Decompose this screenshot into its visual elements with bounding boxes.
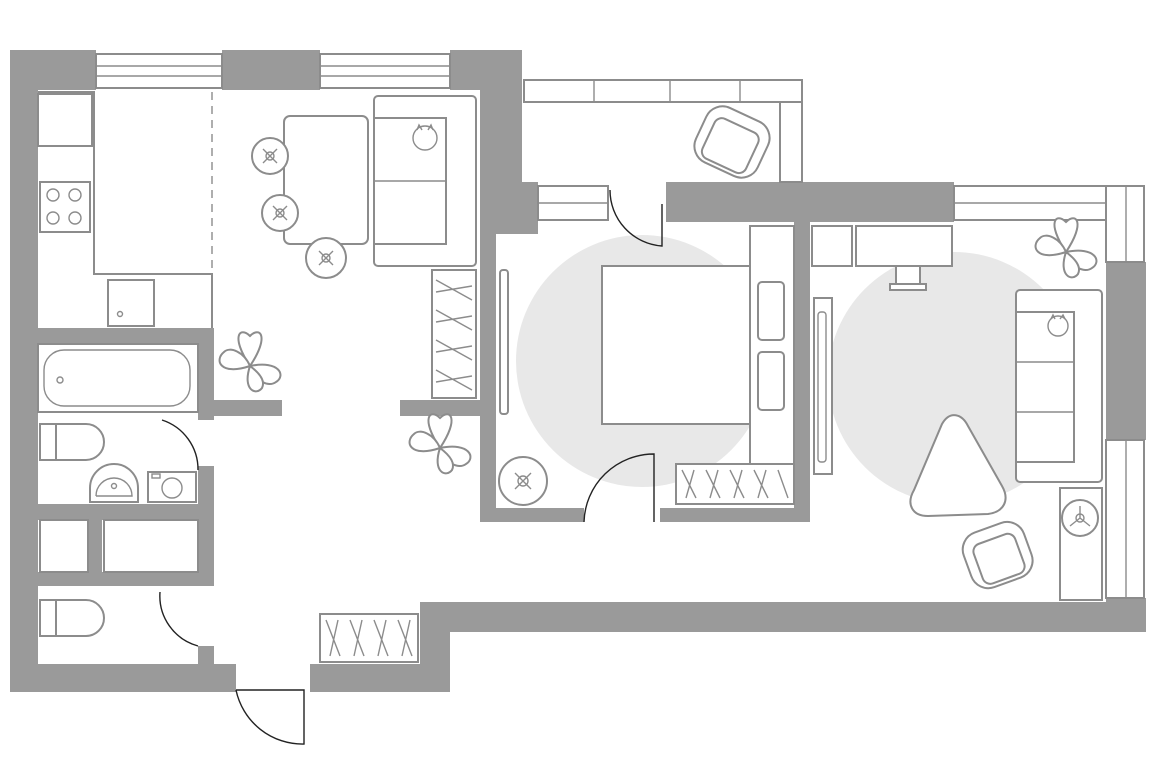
kitchen-counter-icon xyxy=(38,91,213,328)
armchair-icon xyxy=(693,105,771,179)
wall-storage-mid xyxy=(88,504,102,586)
walls xyxy=(10,50,1146,692)
dining-table-icon xyxy=(283,115,369,245)
dining-area xyxy=(251,115,369,279)
balcony-rail-top xyxy=(523,79,803,103)
windows xyxy=(95,53,1145,599)
chair-icon xyxy=(305,237,347,279)
bedroom-area xyxy=(498,225,795,506)
fridge-icon xyxy=(37,93,93,147)
cabinet-icon xyxy=(811,225,853,267)
wardrobe-icon xyxy=(675,463,795,505)
window-kitchen-2 xyxy=(319,53,451,89)
double-bed-icon xyxy=(601,225,795,465)
wall-living-bottom-right xyxy=(1106,598,1146,632)
shelf-icon xyxy=(39,519,89,573)
sink-icon xyxy=(107,279,155,327)
doors xyxy=(159,189,663,745)
entrance-door xyxy=(235,689,305,745)
wardrobe-icon xyxy=(431,269,477,399)
plant-icon xyxy=(1034,217,1098,279)
shoe-rack-icon xyxy=(319,613,419,663)
armchair-icon xyxy=(961,520,1034,590)
plant-icon xyxy=(218,331,282,393)
wall-top-left xyxy=(10,50,96,90)
window-kitchen-1 xyxy=(95,53,223,89)
wall-kitchen-right xyxy=(480,50,522,230)
wall-bedroom-top xyxy=(666,182,954,222)
bathroom-area xyxy=(37,343,199,503)
chair-icon xyxy=(251,137,289,175)
chair-icon xyxy=(261,194,299,232)
wc-door xyxy=(159,591,199,647)
wall-bottom-long xyxy=(420,602,1146,632)
washbasin-icon xyxy=(89,463,139,503)
wall-bath-lower-right xyxy=(198,466,214,586)
living-wall-panel xyxy=(813,297,833,475)
wall-storage-wc xyxy=(38,572,214,586)
wall-living-right-pier xyxy=(1106,262,1146,440)
wall-kitchen-bath xyxy=(38,328,214,344)
washing-machine-icon xyxy=(147,471,197,503)
bathroom-door xyxy=(161,419,199,471)
wall-wc-right xyxy=(198,646,214,676)
desk-icon xyxy=(855,225,953,267)
wall-bath-right xyxy=(198,328,214,420)
wall-bedroom-bottom xyxy=(480,508,584,522)
balcony-door xyxy=(609,189,663,247)
stove-icon xyxy=(39,181,91,233)
chair-icon xyxy=(498,456,548,506)
wall-hall-stub xyxy=(400,400,496,416)
sofa-icon xyxy=(373,95,477,267)
cat-icon xyxy=(1047,313,1069,337)
toilet-icon xyxy=(39,423,105,461)
bathtub-icon xyxy=(37,343,199,413)
wall-kitchen-right-lower xyxy=(522,182,538,222)
cat-icon xyxy=(412,123,438,151)
storage-area xyxy=(39,519,199,573)
wall-top-mid xyxy=(222,50,320,90)
bedroom-wall-panel xyxy=(499,269,509,415)
wall-bedroom-top-left xyxy=(480,220,538,234)
plant-icon xyxy=(408,413,472,475)
wall-left xyxy=(10,50,38,692)
bedroom-door xyxy=(583,453,655,523)
wall-bedroom-right xyxy=(794,222,810,522)
cabinet-icon xyxy=(1059,487,1103,601)
toilet-icon xyxy=(39,599,105,637)
balcony-rail-side xyxy=(779,101,803,183)
living-room-area xyxy=(811,225,1103,601)
window-living-right-top xyxy=(1105,185,1145,263)
wall-bath-storage xyxy=(38,504,214,520)
kitchen-area xyxy=(37,91,213,328)
sofa-icon xyxy=(1015,289,1103,483)
window-living-right-bottom xyxy=(1105,439,1145,599)
coffee-table-icon xyxy=(909,414,1007,518)
wall-bedroom-bottom-right xyxy=(660,508,810,522)
shelf-icon xyxy=(103,519,199,573)
wall-bedroom-left xyxy=(480,220,496,522)
wall-bath-stub xyxy=(198,400,282,416)
office-chair-icon xyxy=(889,265,927,291)
